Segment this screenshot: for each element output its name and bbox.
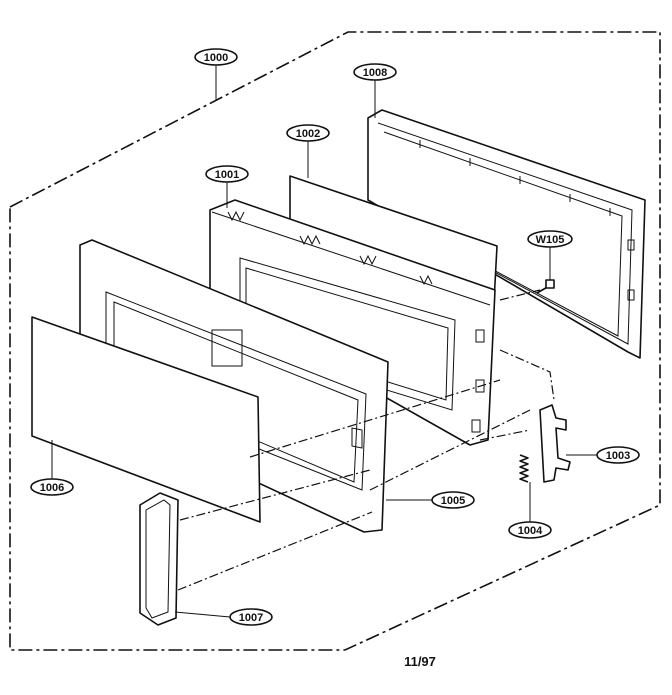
callout-1005: 1005 [431, 491, 475, 509]
svg-text:1007: 1007 [239, 612, 263, 624]
svg-text:1006: 1006 [40, 482, 64, 494]
svg-text:1004: 1004 [518, 525, 543, 537]
callout-1007: 1007 [229, 608, 273, 626]
callout-1000: 1000 [194, 48, 238, 66]
svg-text:1005: 1005 [441, 495, 465, 507]
callout-1006: 1006 [30, 478, 74, 496]
callout-1003: 1003 [596, 446, 640, 464]
callout-1004: 1004 [508, 521, 552, 539]
alignment-lines [177, 289, 555, 591]
svg-text:1002: 1002 [296, 128, 320, 140]
svg-text:1001: 1001 [215, 169, 239, 181]
svg-text:1000: 1000 [204, 52, 228, 64]
svg-text:W105: W105 [536, 234, 565, 246]
footer-date: 11/97 [404, 654, 436, 669]
leader-lines [51, 64, 598, 618]
assembly-boundary [9, 31, 661, 651]
part-1004-spring [519, 454, 529, 483]
callout-1008: 1008 [353, 63, 397, 81]
svg-text:1003: 1003 [606, 450, 630, 462]
callout-W105: W105 [527, 230, 573, 248]
part-1008-back-frame [367, 109, 646, 359]
callout-1002: 1002 [286, 124, 330, 142]
part-1003-latch [539, 404, 571, 483]
callout-1001: 1001 [205, 165, 249, 183]
part-1007-door-handle [139, 492, 179, 626]
svg-text:1008: 1008 [363, 67, 387, 79]
part-1006-door-panel [31, 316, 261, 523]
